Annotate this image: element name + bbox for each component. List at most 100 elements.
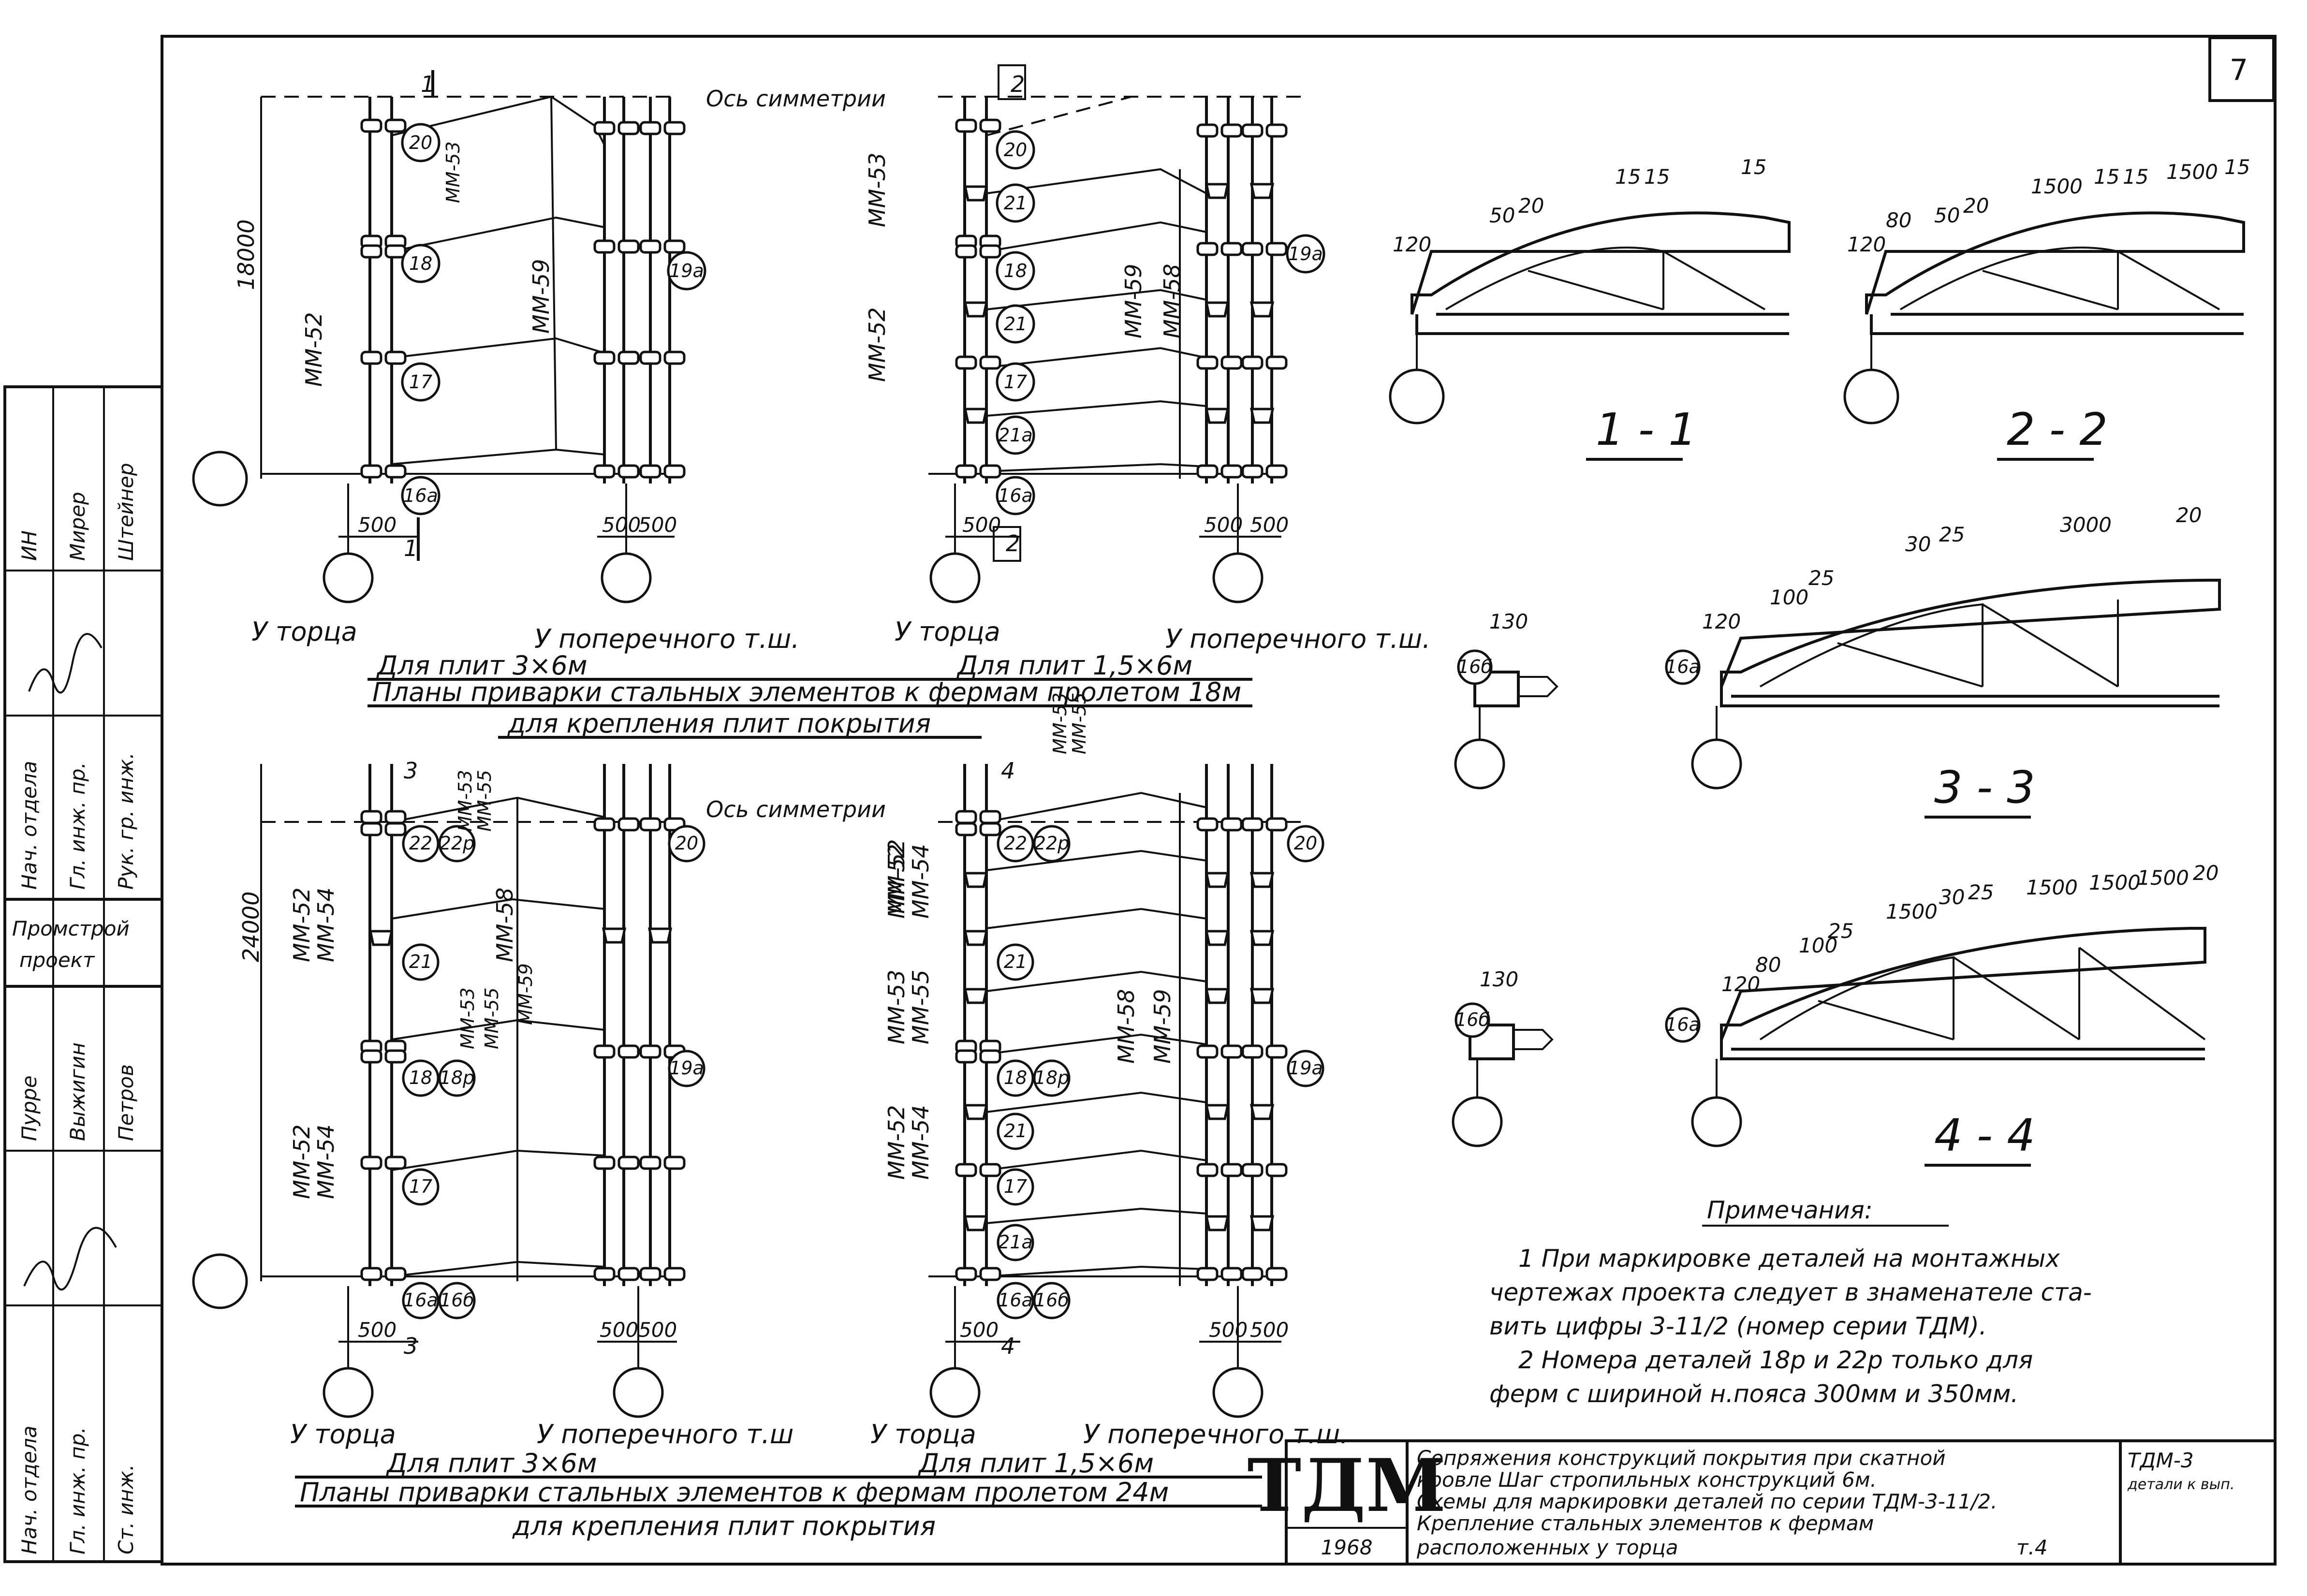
s33-dim-25b: 25 [1939, 523, 1965, 546]
mark-mm58-p3: ММ-58 [492, 887, 518, 962]
s22-dim-15c: 15 [2224, 155, 2250, 179]
s11-dim-15b: 15 [1644, 165, 1670, 189]
pos-16a-p2: 16а [998, 485, 1033, 506]
dim-500-p3c: 500 [638, 1318, 677, 1342]
section-label-4-4: 4 - 4 [1934, 1110, 2035, 1161]
pos-17-p2: 17 [1004, 371, 1027, 393]
s44-dim-130: 130 [1480, 967, 1518, 991]
note-line-3: вить цифры 3-11/2 (номер серии ТДМ). [1489, 1312, 1987, 1340]
mark-mm54-p3b: ММ-54 [313, 1124, 339, 1199]
s44-dim-80: 80 [1755, 953, 1781, 977]
notes-block: Примечания: 1 При маркировке деталей на … [1489, 1196, 2092, 1408]
title-code-1: ТДМ-3 [2128, 1449, 2194, 1472]
mark-mm55-p3a: ММ-55 [474, 770, 495, 832]
mark-mm52-p4a: ММ-52 [883, 844, 910, 919]
section-label-1-1: 1 - 1 [1596, 404, 1697, 455]
dim-500-p2: 500 [962, 513, 1001, 537]
dim-500-p4b: 500 [1209, 1318, 1248, 1342]
s22-dim-15b: 15 [2123, 165, 2148, 189]
section-1-1: 120 50 20 15 15 15 1 - 1 [1389, 155, 1791, 461]
title-desc-2: кровле Шаг стропильных конструкций 6м. [1417, 1468, 1877, 1492]
stamp-role-2c: Ст. инж. [114, 1464, 138, 1554]
dim-500-p3b: 500 [600, 1318, 638, 1342]
plan-24m-slabs-1-5x6: 500 500 500 4 4 22 22р 21 18 18р 21 17 2… [883, 692, 1324, 1418]
stamp-org-2: проект [19, 948, 95, 972]
subtitle-24m: для крепления плит покрытия [512, 1511, 936, 1541]
s22-dim-50: 50 [1934, 204, 1960, 227]
section-label-3-3: 3 - 3 [1934, 761, 2035, 813]
pos-22p-p3: 22р [440, 833, 474, 854]
stamp-org-1: Промстрой [12, 917, 130, 940]
s22-dim-120: 120 [1847, 233, 1886, 256]
pos-21-p2: 21 [1004, 192, 1027, 214]
mark-mm53-p4t: ММ-53 [1049, 692, 1071, 754]
signature-2 [23, 1227, 117, 1291]
pos-18-p4: 18 [1004, 1067, 1027, 1088]
mark-mm52-p3a: ММ-52 [289, 887, 315, 962]
note-line-5: ферм с шириной н.пояса 300мм и 350мм. [1489, 1380, 2018, 1408]
s44-dim-25a: 25 [1828, 919, 1853, 943]
note-line-2: чертежах проекта следует в знаменателе с… [1489, 1278, 2092, 1306]
s22-dim-1500b: 1500 [2166, 160, 2218, 184]
cut-4-bottom: 4 [1001, 1333, 1015, 1359]
stamp-name-1a: Мирер [66, 492, 89, 561]
pos-19a-p1: 19а [669, 260, 704, 281]
s11-dim-50: 50 [1489, 204, 1515, 227]
dim-24000: 24000 [238, 892, 264, 962]
mark-mm53-p3b: ММ-53 [457, 987, 478, 1049]
s44-dim-20: 20 [2193, 861, 2219, 885]
mark-mm59-p2: ММ-59 [1120, 264, 1146, 338]
title-year: 1968 [1321, 1536, 1373, 1559]
s33-dim-120: 120 [1702, 610, 1741, 633]
pos-22-p3: 22 [409, 833, 432, 854]
pos-21a-p2: 21а [998, 425, 1033, 446]
pos-18-p2: 18 [1004, 260, 1027, 281]
s11-dim-15c: 15 [1741, 155, 1766, 179]
mark-mm52-p1: ММ-52 [301, 312, 327, 387]
s44-pos-16b: 16б [1455, 1009, 1490, 1030]
mark-mm53-p4: ММ-53 [883, 969, 910, 1044]
mark-mm53-p3a: ММ-53 [455, 770, 476, 832]
dim-500-p1b: 500 [602, 513, 641, 537]
pos-17-p1: 17 [409, 371, 432, 393]
note-line-1: 1 При маркировке деталей на монтажных [1518, 1245, 2060, 1273]
caption-end-1: У торца [251, 616, 357, 647]
caption-transverse-3: У поперечного т.ш [537, 1419, 793, 1450]
stamp-role-1a: Нач. отдела [17, 761, 41, 890]
title-24m: Планы приварки стальных элементов к ферм… [300, 1477, 1169, 1508]
title-code-2: детали к вып. [2127, 1476, 2234, 1493]
section-3-3: 16б 16а 130 120 100 25 30 25 3000 20 3 -… [1454, 503, 2221, 819]
mark-mm54-p4b: ММ-54 [908, 1105, 934, 1180]
s44-dim-120: 120 [1721, 972, 1760, 996]
title-desc-1: Сопряжения конструкций покрытия при скат… [1417, 1446, 1946, 1470]
s11-dim-20: 20 [1518, 194, 1544, 218]
stamp-name-2c: Пурре [17, 1075, 41, 1141]
section-2-2: 120 80 50 20 1500 15 15 1500 15 2 - 2 [1843, 155, 2250, 461]
mark-mm53-p2: ММ-53 [864, 152, 890, 227]
stamp-name-2a: Выжигин [66, 1042, 89, 1141]
s11-dim-15a: 15 [1615, 165, 1641, 189]
s44-dim-30: 30 [1939, 885, 1965, 909]
title-desc-5: расположенных у торца [1416, 1536, 1678, 1559]
pos-22p-p4: 22р [1034, 833, 1069, 854]
s22-dim-15a: 15 [2094, 165, 2119, 189]
mark-mm53-p1: ММ-53 [442, 141, 464, 203]
mark-mm58-p4: ММ-58 [1113, 989, 1139, 1064]
section-label-2-2: 2 - 2 [2007, 404, 2108, 455]
cut-3-top: 3 [404, 758, 418, 784]
pos-21a-p4: 21а [998, 1231, 1033, 1253]
s44-dim-100: 100 [1799, 934, 1837, 957]
cut-1-bottom: 1 [404, 535, 418, 561]
caption-slabs-15x6-top: Для плит 1,5×6м [956, 650, 1192, 681]
mark-mm55-p3b: ММ-55 [481, 987, 502, 1049]
cut-4-top: 4 [1001, 758, 1015, 784]
s33-dim-130: 130 [1489, 610, 1528, 633]
cut-3-bottom: 3 [404, 1333, 418, 1359]
logo-tdm: ТДМ [1247, 1443, 1446, 1528]
sheet-number: 7 [2230, 53, 2248, 87]
s33-pos-16a: 16а [1665, 656, 1700, 677]
pos-21b-p4: 21 [1004, 1120, 1027, 1142]
pos-21b-p2: 21 [1004, 313, 1027, 335]
caption-end-3: У торца [290, 1419, 396, 1450]
s44-dim-1500a: 1500 [1886, 900, 1938, 923]
